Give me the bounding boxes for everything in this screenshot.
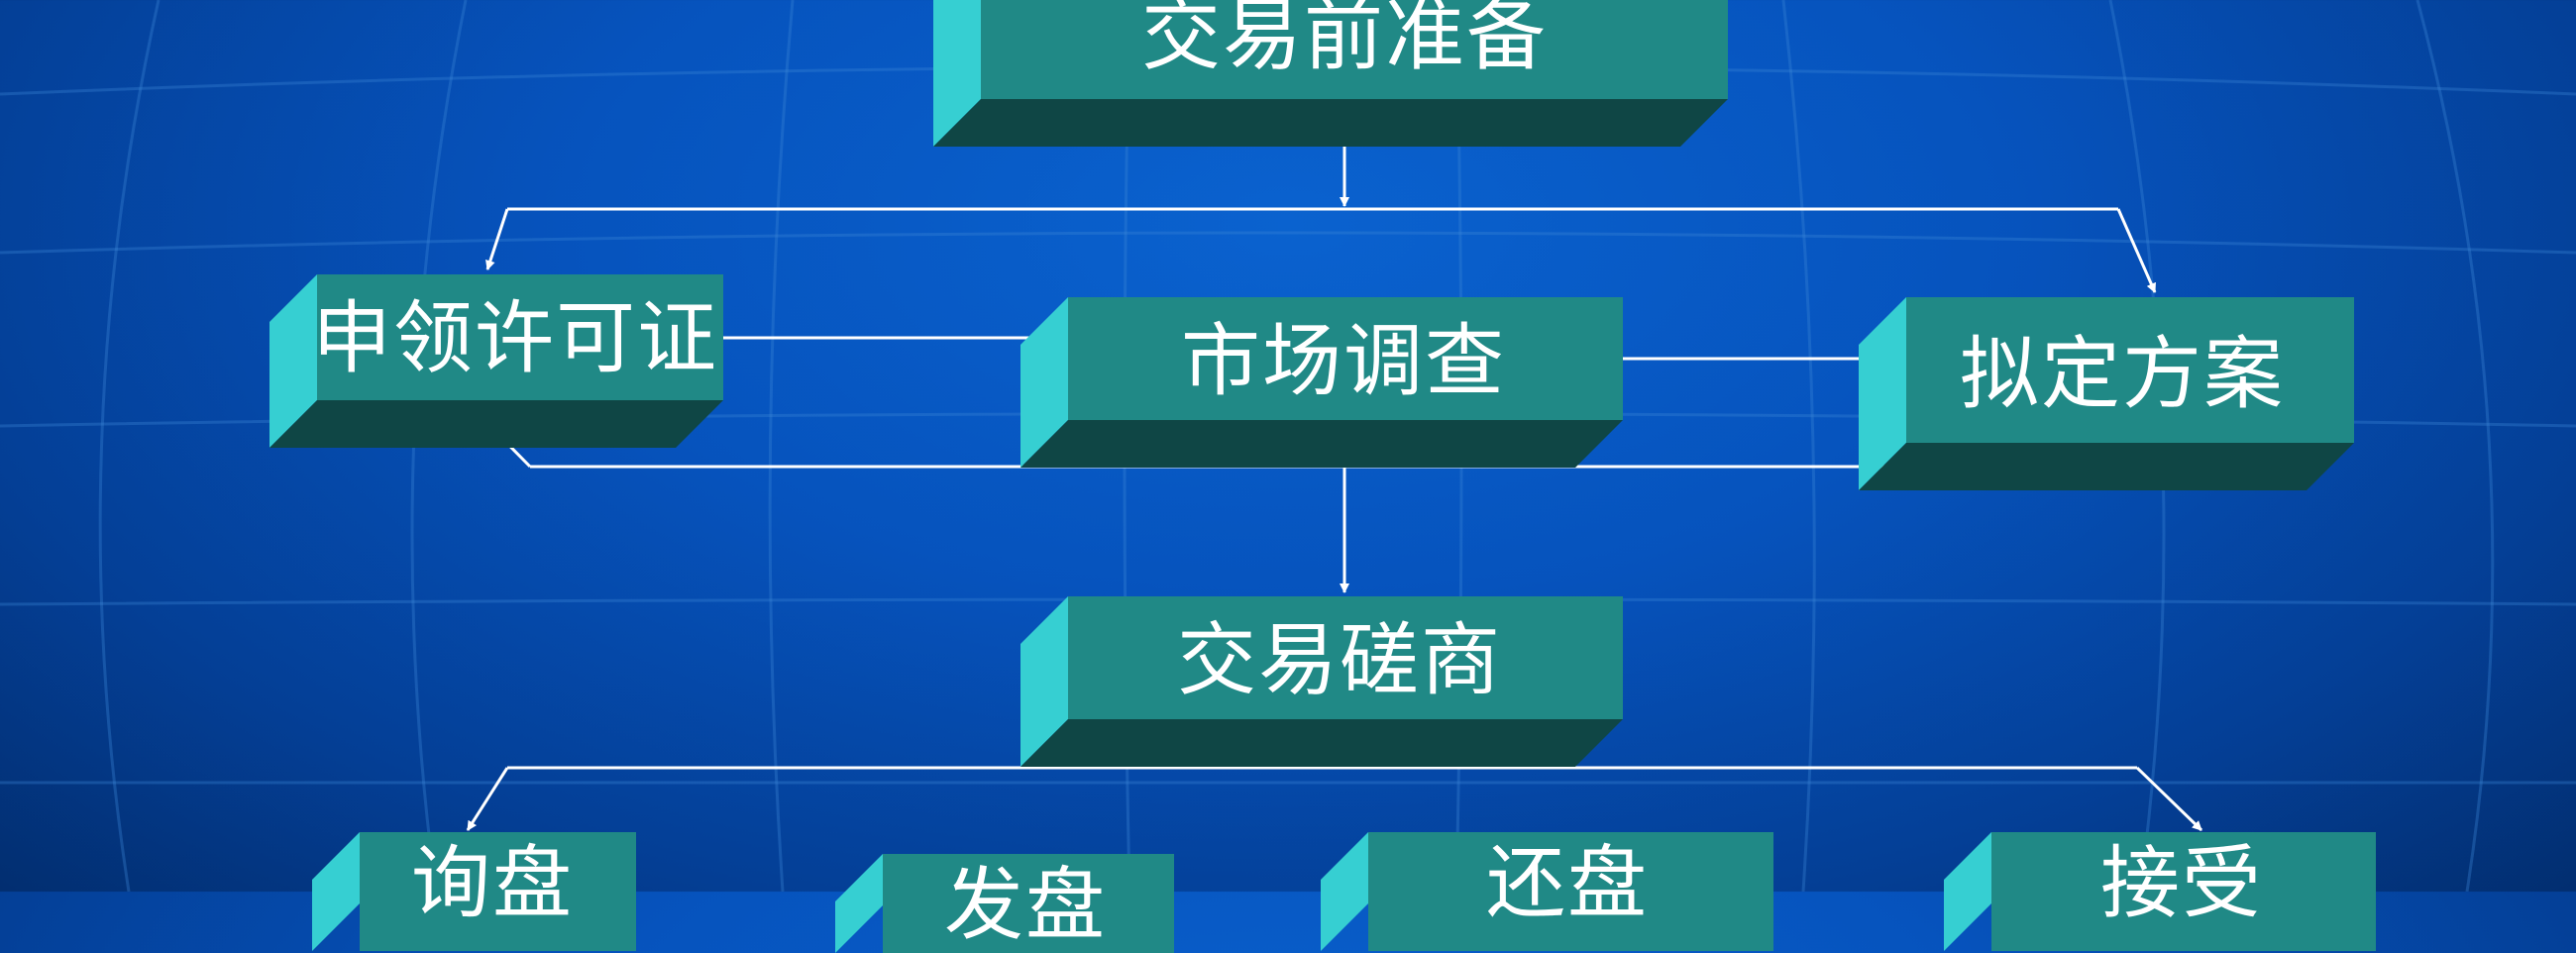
acceptance-box: 接受 <box>1944 832 2376 951</box>
negotiation-box: 交易磋商 <box>1020 596 1623 767</box>
draft-plan-label: 拟定方案 <box>1960 328 2285 420</box>
offer-box: 发盘 <box>835 854 1174 953</box>
market-survey-box: 市场调查 <box>1020 297 1623 468</box>
negotiation-label: 交易磋商 <box>1177 614 1502 706</box>
pre-trade-preparation-box: 交易前准备 <box>933 0 1728 147</box>
license-application-box: 申领许可证 <box>269 274 723 448</box>
offer-label: 发盘 <box>944 859 1107 951</box>
license-application-label: 申领许可证 <box>312 292 718 384</box>
arrow-branch-to-license <box>485 208 509 270</box>
arrow-branch-to-inquiry <box>466 767 509 831</box>
counter-offer-label: 还盘 <box>1486 837 1649 929</box>
market-survey-label: 市场调查 <box>1181 315 1506 407</box>
inquiry-label: 询盘 <box>411 837 574 929</box>
draft-plan-box: 拟定方案 <box>1859 297 2354 490</box>
acceptance-label: 接受 <box>2100 837 2263 929</box>
inquiry-box: 询盘 <box>312 832 636 951</box>
connector-lines <box>466 197 2203 832</box>
arrow-branch-to-acceptance <box>2135 766 2203 832</box>
counter-offer-box: 还盘 <box>1321 832 1773 951</box>
pre-trade-preparation-label: 交易前准备 <box>1141 0 1548 81</box>
arrow-branch-to-plan <box>2116 208 2157 293</box>
